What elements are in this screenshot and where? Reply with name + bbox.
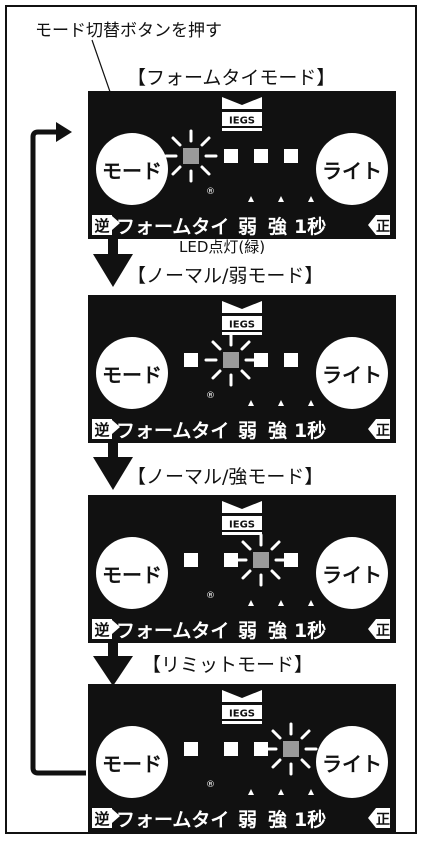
iegs-logo: IEGS bbox=[222, 690, 262, 724]
led-one-sec bbox=[284, 353, 298, 367]
led-weak bbox=[224, 553, 238, 567]
forward-label: 正 bbox=[376, 812, 390, 828]
weak-label: 弱 bbox=[238, 420, 258, 442]
loop-back-arrowhead bbox=[56, 122, 72, 142]
control-panel: IEGS モード ライト ® 逆 正 フォームタイ 弱 強 1秒 bbox=[88, 684, 396, 832]
reverse-badge: 逆 bbox=[92, 419, 112, 439]
svg-text:IEGS: IEGS bbox=[229, 709, 255, 720]
forward-badge bbox=[368, 619, 390, 639]
diagram-frame bbox=[5, 5, 417, 834]
one-second-label: 1秒 bbox=[294, 216, 327, 238]
forward-label: 正 bbox=[376, 623, 390, 639]
led-glow-icon bbox=[204, 333, 258, 387]
reverse-badge: 逆 bbox=[92, 215, 112, 235]
indicator-mark bbox=[308, 196, 314, 202]
iegs-logo: IEGS bbox=[222, 501, 262, 535]
reverse-badge: 逆 bbox=[92, 808, 112, 828]
iegs-logo: IEGS bbox=[222, 97, 262, 131]
led-form-tie bbox=[184, 742, 198, 756]
arrow-right-icon bbox=[112, 620, 120, 634]
one-second-label: 1秒 bbox=[294, 620, 327, 642]
led-one-sec bbox=[284, 149, 298, 163]
strong-label: 強 bbox=[268, 216, 288, 238]
svg-text:IEGS: IEGS bbox=[229, 320, 255, 331]
indicator-mark bbox=[278, 600, 284, 606]
strong-label: 強 bbox=[268, 809, 288, 831]
strong-label: 強 bbox=[268, 420, 288, 442]
down-arrow-2 bbox=[93, 433, 133, 490]
led-weak bbox=[224, 149, 238, 163]
mode-button[interactable]: モード bbox=[96, 133, 168, 205]
light-button[interactable]: ライト bbox=[316, 337, 388, 409]
led-one-sec bbox=[284, 553, 298, 567]
led-weak bbox=[224, 742, 238, 756]
indicator-mark bbox=[248, 789, 254, 795]
control-panel: IEGS モード ライト ® 逆 正 フォームタイ 弱 強 1秒 bbox=[88, 295, 396, 443]
indicator-mark bbox=[278, 196, 284, 202]
led-caption: LED点灯(緑) bbox=[179, 238, 266, 256]
led-glow-icon bbox=[264, 722, 318, 776]
registered-mark: ® bbox=[206, 391, 215, 401]
mode-button[interactable]: モード bbox=[96, 537, 168, 609]
led-glow-icon bbox=[234, 533, 288, 587]
svg-text:IEGS: IEGS bbox=[229, 116, 255, 127]
mode-button[interactable]: モード bbox=[96, 337, 168, 409]
reverse-badge: 逆 bbox=[92, 619, 112, 639]
indicator-mark bbox=[248, 600, 254, 606]
forward-badge bbox=[368, 215, 390, 235]
mode-title: 【フォームタイモード】 bbox=[127, 67, 336, 89]
light-button[interactable]: ライト bbox=[316, 133, 388, 205]
one-second-label: 1秒 bbox=[294, 809, 327, 831]
indicator-mark bbox=[248, 400, 254, 406]
iegs-logo: IEGS bbox=[222, 301, 262, 335]
led-strong bbox=[254, 742, 268, 756]
control-panel: IEGS モード ライト ® 逆 正 フォームタイ 弱 強 1秒 bbox=[88, 495, 396, 643]
registered-mark: ® bbox=[206, 780, 215, 790]
loop-back-line bbox=[30, 129, 86, 776]
form-tie-label: フォームタイ bbox=[116, 809, 230, 831]
strong-label: 強 bbox=[268, 620, 288, 642]
arrow-right-icon bbox=[112, 420, 120, 434]
forward-label: 正 bbox=[376, 423, 390, 439]
forward-label: 正 bbox=[376, 219, 390, 235]
instruction-label: モード切替ボタンを押す bbox=[35, 21, 222, 41]
registered-mark: ® bbox=[206, 591, 215, 601]
arrow-right-icon bbox=[112, 216, 120, 230]
weak-label: 弱 bbox=[238, 216, 258, 238]
led-form-tie bbox=[184, 353, 198, 367]
control-panel: IEGS モード ライト ® 逆 正 フォームタイ 弱 強 1秒 bbox=[88, 91, 396, 239]
weak-label: 弱 bbox=[238, 809, 258, 831]
form-tie-label: フォームタイ bbox=[116, 420, 230, 442]
indicator-mark bbox=[308, 400, 314, 406]
down-arrow-1 bbox=[93, 230, 133, 287]
mode-title: 【リミットモード】 bbox=[142, 654, 314, 676]
forward-badge bbox=[368, 419, 390, 439]
indicator-mark bbox=[308, 600, 314, 606]
indicator-mark bbox=[278, 789, 284, 795]
forward-badge bbox=[368, 808, 390, 828]
light-button[interactable]: ライト bbox=[316, 537, 388, 609]
mode-button[interactable]: モード bbox=[96, 726, 168, 798]
mode-title: 【ノーマル/強モード】 bbox=[127, 466, 324, 488]
weak-label: 弱 bbox=[238, 620, 258, 642]
led-strong bbox=[254, 149, 268, 163]
arrow-right-icon bbox=[112, 809, 120, 823]
svg-text:IEGS: IEGS bbox=[229, 520, 255, 531]
led-form-tie bbox=[184, 553, 198, 567]
indicator-mark bbox=[248, 196, 254, 202]
one-second-label: 1秒 bbox=[294, 420, 327, 442]
form-tie-label: フォームタイ bbox=[116, 216, 230, 238]
down-arrow-3 bbox=[93, 638, 133, 686]
registered-mark: ® bbox=[206, 187, 215, 197]
light-button[interactable]: ライト bbox=[316, 726, 388, 798]
indicator-mark bbox=[308, 789, 314, 795]
mode-title: 【ノーマル/弱モード】 bbox=[127, 265, 324, 287]
indicator-mark bbox=[278, 400, 284, 406]
led-strong bbox=[254, 353, 268, 367]
led-glow-icon bbox=[164, 129, 218, 183]
form-tie-label: フォームタイ bbox=[116, 620, 230, 642]
